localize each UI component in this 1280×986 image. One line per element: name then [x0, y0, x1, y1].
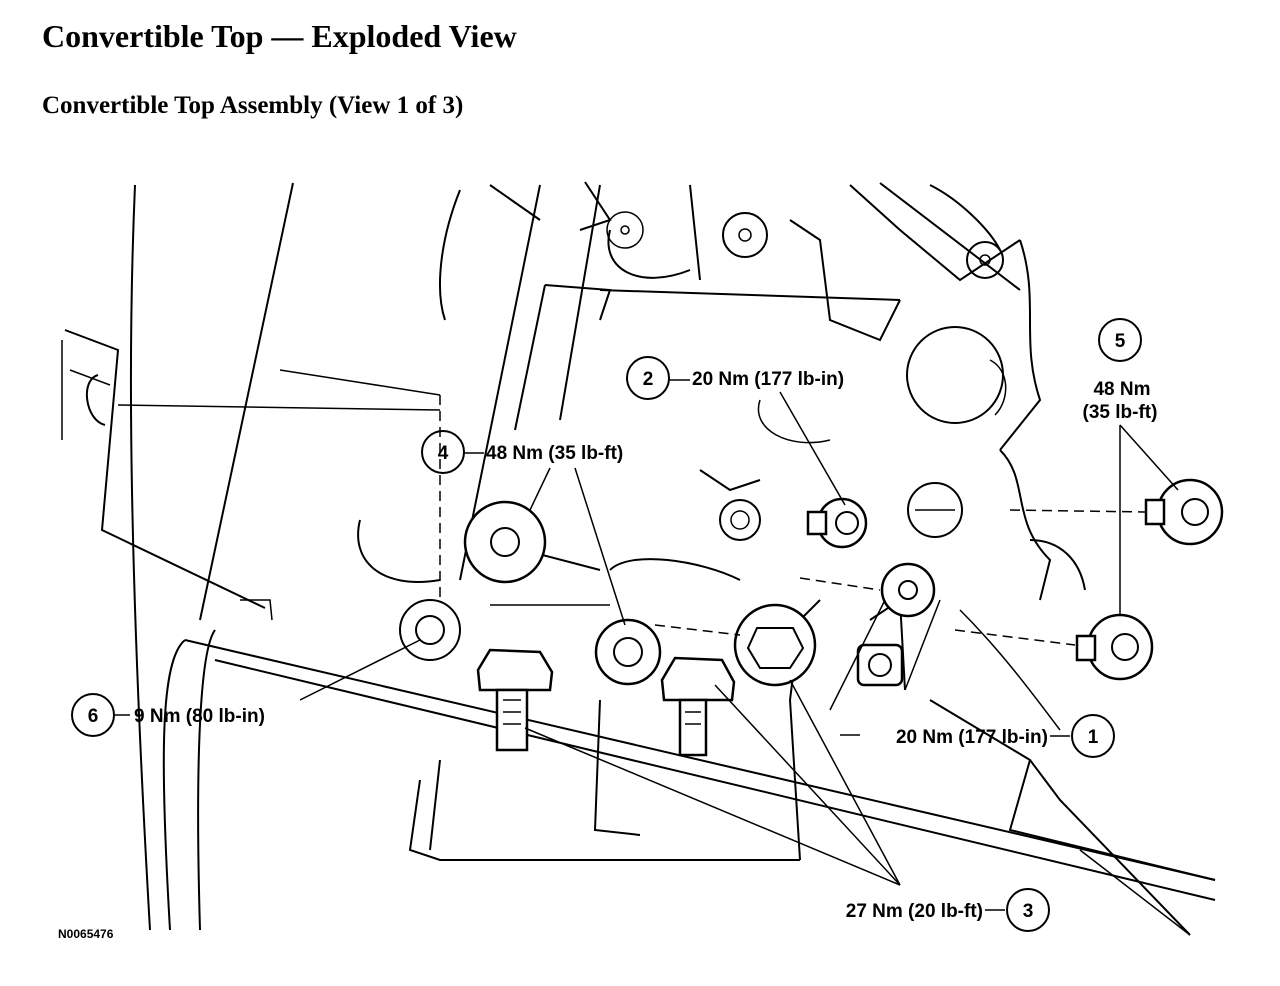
callout-3-number: 3 — [1023, 901, 1034, 922]
callout-5: 5 48 Nm (35 lb-ft) — [1083, 318, 1158, 423]
callout-2-torque: 20 Nm (177 lb-in) — [692, 369, 844, 390]
fastener-2-bolt — [806, 497, 868, 549]
callout-6-torque: 9 Nm (80 lb-in) — [134, 706, 265, 727]
fastener-3-large-nut — [733, 603, 817, 687]
fastener-3-bolt-right — [660, 656, 736, 757]
callout-1-number: 1 — [1088, 727, 1099, 748]
callout-2-number: 2 — [643, 369, 654, 390]
callout-5-number: 5 — [1115, 331, 1126, 352]
fastener-3-bolt-left — [476, 648, 554, 752]
page-title: Convertible Top — Exploded View — [42, 18, 517, 54]
alignment-lines — [654, 509, 1146, 646]
assembly-line-art — [61, 181, 1216, 936]
fastener-4-bolt-center — [594, 618, 662, 686]
callout-6-number: 6 — [88, 706, 99, 727]
callout-4: 4 48 Nm (35 lb-ft) — [421, 430, 623, 474]
figure-id: N0065476 — [58, 927, 114, 941]
callout-3: 3 27 Nm (20 lb-ft) — [846, 888, 1050, 932]
callout-5-torque-imperial: (35 lb-ft) — [1083, 402, 1158, 423]
leader-lines — [115, 379, 1179, 911]
callout-2: 2 20 Nm (177 lb-in) — [626, 356, 844, 400]
page-subtitle: Convertible Top Assembly (View 1 of 3) — [42, 92, 464, 119]
callout-6: 6 9 Nm (80 lb-in) — [71, 693, 265, 737]
callout-1: 1 20 Nm (177 lb-in) — [896, 714, 1115, 758]
fastener-1-bolt — [856, 643, 904, 687]
callout-5-torque: 48 Nm — [1093, 379, 1150, 400]
fastener-5-bolt-upper — [1144, 478, 1224, 546]
callout-4-number: 4 — [438, 443, 449, 464]
fastener-1-upper-nut — [880, 562, 936, 618]
callout-1-torque: 20 Nm (177 lb-in) — [896, 727, 1048, 748]
callout-3-torque: 27 Nm (20 lb-ft) — [846, 901, 983, 922]
fastener-4-bolt-upper — [463, 500, 547, 584]
fastener-5-bolt-lower — [1075, 613, 1154, 681]
callout-4-torque: 48 Nm (35 lb-ft) — [486, 443, 623, 464]
